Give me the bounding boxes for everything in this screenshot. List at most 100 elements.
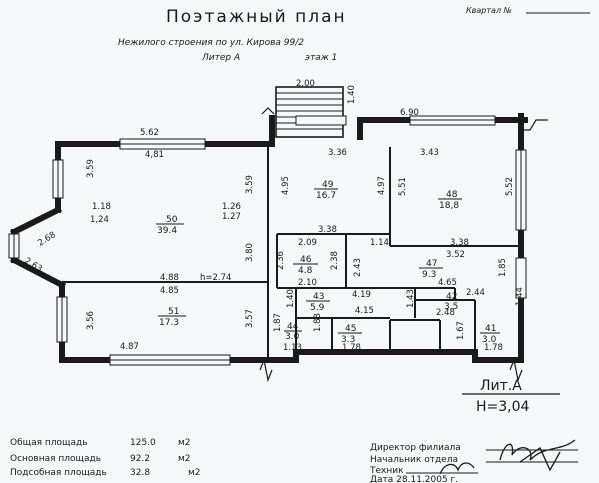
- aux-area-unit: м2: [188, 468, 201, 478]
- liter-label: Литер А: [201, 53, 240, 63]
- dim-359a: 3.59: [86, 159, 96, 178]
- dim-140: 1.40: [286, 289, 296, 308]
- room-area: 18,8: [439, 201, 459, 211]
- dim-488: 4.88: [160, 273, 179, 283]
- dim-356: 3.56: [86, 311, 96, 330]
- stamp-height: Н=3,04: [476, 399, 530, 415]
- dim-118: 1.18: [92, 202, 111, 212]
- dim-465: 4.65: [438, 278, 457, 288]
- dim-487: 4.87: [120, 342, 139, 352]
- aux-area-label: Подсобная площадь: [10, 468, 107, 478]
- dim-124: 1,24: [90, 215, 109, 225]
- room-number: 48: [446, 190, 458, 200]
- room-45: 45 3.3: [338, 324, 362, 345]
- dim-top-right: 6.90: [400, 108, 419, 118]
- room-number: 51: [168, 307, 179, 317]
- aux-area-value: 32.8: [130, 468, 150, 478]
- room-number: 49: [322, 180, 334, 190]
- ceiling-height-note: h=2.74: [200, 273, 231, 283]
- room-area: 3.5: [444, 302, 458, 312]
- room-area: 4.8: [298, 266, 313, 276]
- dim-343: 3.43: [420, 148, 439, 158]
- room-49: 49 16.7: [314, 180, 338, 201]
- dim-144: 1.44: [515, 287, 525, 306]
- total-area-label: Общая площадь: [10, 438, 88, 448]
- dim-248: 2.48: [436, 308, 455, 318]
- handwritten-signatures: [439, 439, 576, 475]
- liter-stamp: Лит.А Н=3,04: [462, 378, 560, 415]
- room-47: 47 9.3: [419, 259, 443, 280]
- room-46: 46 4.8: [293, 255, 318, 276]
- main-area-unit: м2: [178, 454, 191, 464]
- dim-stair-width: 2.00: [296, 79, 315, 89]
- room-area: 17.3: [159, 318, 179, 328]
- room-number: 47: [426, 259, 437, 269]
- dim-top-left: 5.62: [140, 128, 159, 138]
- room-41: 41 3.0: [480, 324, 500, 345]
- room-area: 3.3: [341, 335, 355, 345]
- dim-167: 1.67: [456, 321, 466, 340]
- break-marks: [259, 107, 548, 383]
- dim-415: 4.15: [355, 306, 374, 316]
- dim-359b: 3.59: [245, 175, 255, 194]
- head-label: Начальник отдела: [370, 455, 458, 465]
- dim-497: 4.97: [377, 176, 387, 195]
- room-43: 43 5.9: [306, 292, 330, 313]
- dim-552: 5.52: [505, 177, 515, 196]
- room-51: 51 17.3: [158, 307, 186, 328]
- main-area-label: Основная площадь: [10, 454, 101, 464]
- room-48: 48 18,8: [438, 190, 462, 211]
- room-number: 41: [485, 324, 496, 334]
- dim-178a: 1.78: [342, 343, 361, 353]
- area-totals: Общая площадь 125.0 м2 Основная площадь …: [10, 438, 201, 478]
- dim-338a: 3.38: [318, 225, 337, 235]
- room-number: 43: [313, 292, 324, 302]
- room-44: 44 3.0: [284, 322, 302, 342]
- dim-236: 2.36: [276, 251, 286, 270]
- room-number: 44: [287, 322, 299, 332]
- room-number: 46: [300, 255, 312, 265]
- dim-127: 1.27: [222, 212, 241, 222]
- dim-338b: 3.38: [450, 238, 469, 248]
- dim-209: 2.09: [298, 238, 317, 248]
- main-area-value: 92.2: [130, 454, 150, 464]
- total-area-value: 125.0: [130, 438, 156, 448]
- dim-336: 3.36: [328, 148, 347, 158]
- dim-419: 4.19: [352, 290, 371, 300]
- dim-357: 3.57: [245, 309, 255, 328]
- dim-113: 1.13: [283, 343, 302, 353]
- dim-380: 3.80: [245, 243, 255, 262]
- inner-partitions: [62, 144, 521, 360]
- dim-178b: 1.78: [484, 343, 503, 353]
- signature-block: Директор филиала Начальник отдела Техник…: [369, 443, 578, 483]
- dim-243: 2.43: [353, 258, 363, 277]
- dim-187: 1.87: [273, 313, 283, 332]
- dim-485: 4.85: [160, 286, 179, 296]
- dim-481: 4,81: [145, 150, 164, 160]
- director-label: Директор филиала: [370, 443, 461, 453]
- room-area: 16.7: [316, 191, 336, 201]
- dim-495: 4.95: [281, 176, 291, 195]
- dim-238: 2.38: [330, 251, 340, 270]
- room-area: 3.0: [482, 335, 497, 345]
- floor-label: этаж 1: [305, 53, 337, 63]
- building-subtitle: Нежилого строения по ул. Кирова 99/2: [118, 38, 304, 48]
- plan-title: Поэтажный план: [166, 7, 347, 27]
- dim-143: 1.43: [406, 289, 416, 308]
- room-area: 3.0: [285, 332, 300, 342]
- room-50: 50 39.4: [156, 215, 184, 236]
- dim-244: 2.44: [466, 288, 485, 298]
- dim-126: 1.26: [222, 202, 241, 212]
- room-labels: 49 16.7 48 18,8 50 39.4 46 4.8 47 9.3 43…: [156, 180, 500, 345]
- room-42: 42 3.5: [440, 292, 462, 312]
- kvartal-label: Квартал №: [466, 6, 512, 15]
- dim-210: 2.10: [298, 278, 317, 288]
- dim-188: 1.88: [313, 313, 323, 332]
- entrance-stairs: [275, 86, 344, 138]
- room-area: 9.3: [422, 270, 436, 280]
- room-number: 50: [166, 215, 178, 225]
- dim-stair-height: 1.40: [347, 85, 357, 104]
- room-area: 39.4: [157, 226, 177, 236]
- room-number: 42: [446, 292, 457, 302]
